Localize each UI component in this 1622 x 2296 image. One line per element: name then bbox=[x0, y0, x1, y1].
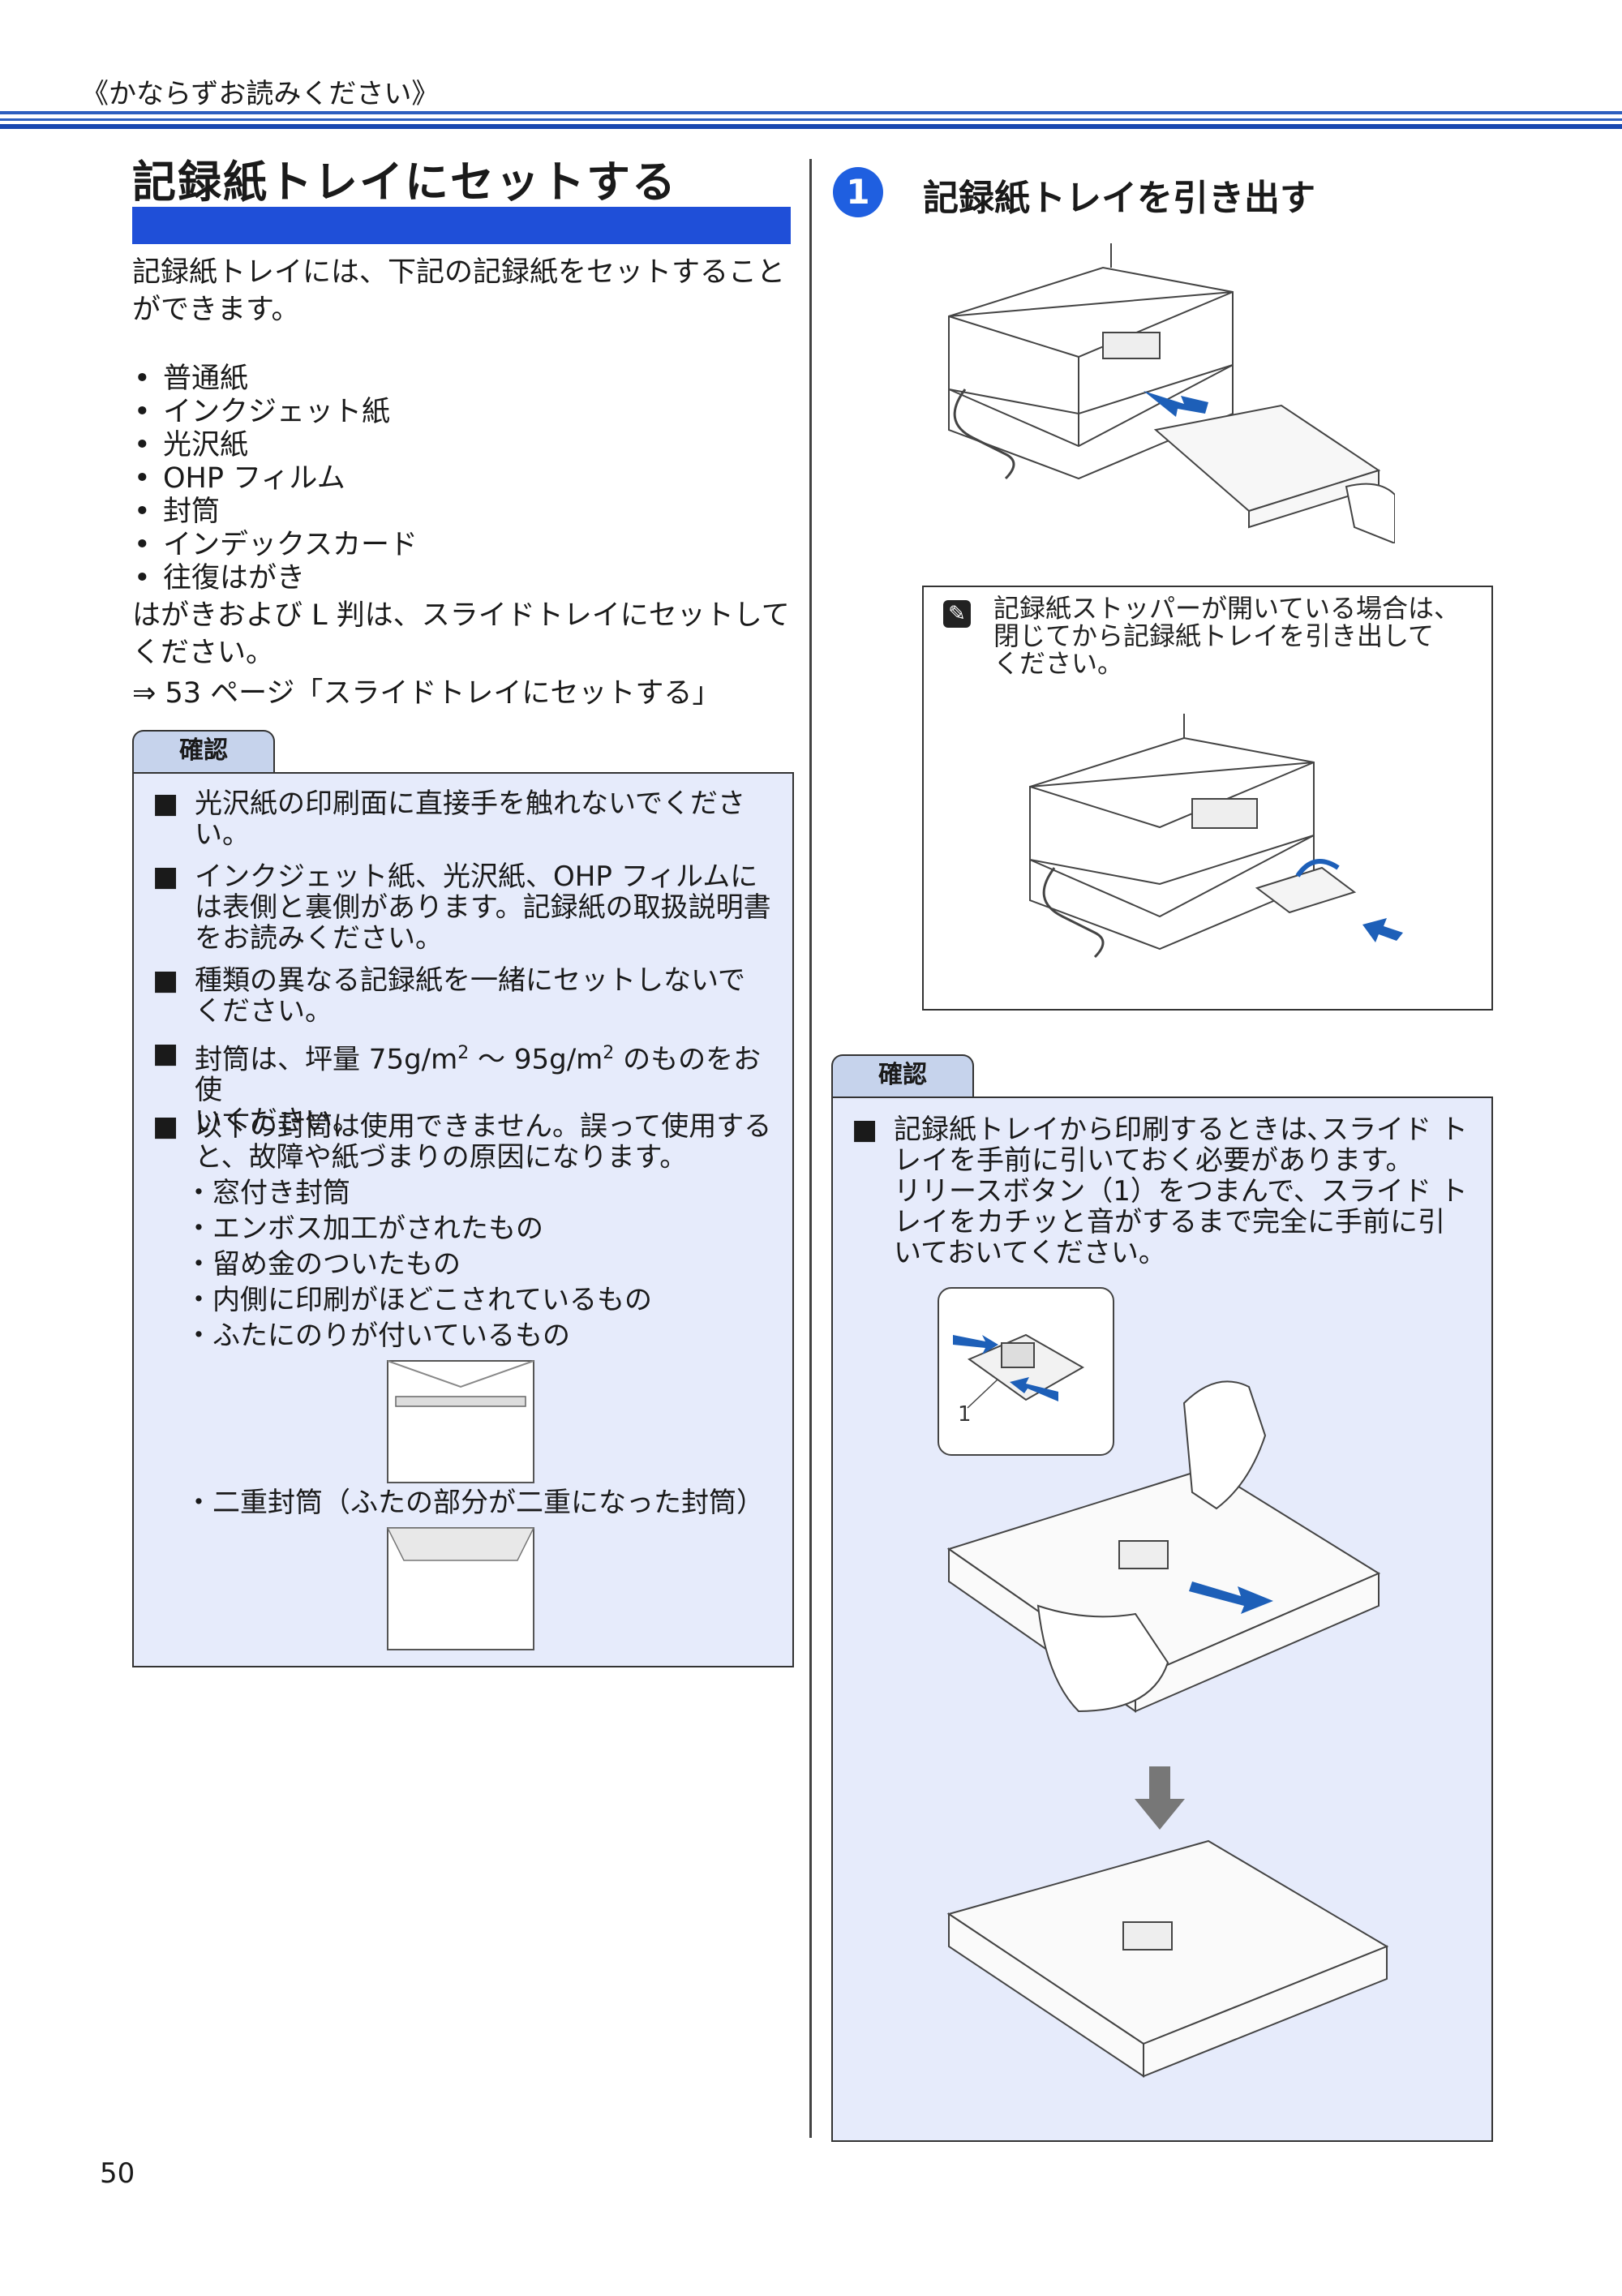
printer-tray-pull-illustration bbox=[948, 243, 1395, 543]
note-box bbox=[922, 586, 1493, 1011]
list-item: 普通紙 bbox=[132, 363, 418, 396]
square-bullet-icon: ■ bbox=[152, 964, 179, 997]
envelope-type: ・窓付き封筒 bbox=[185, 1177, 350, 1209]
step-number-badge: 1 bbox=[833, 167, 883, 217]
header-rule bbox=[0, 111, 1622, 114]
double-envelope-text: ・二重封筒（ふたの部分が二重になった封筒） bbox=[185, 1487, 764, 1519]
list-item: インクジェット紙 bbox=[132, 396, 418, 429]
intro-text: 記録紙トレイには、下記の記録紙をセットすること ができます。 bbox=[132, 256, 786, 326]
envelope-type: ・内側に印刷がほどこされているもの bbox=[185, 1284, 652, 1316]
release-button-callout: 1 bbox=[938, 1287, 1114, 1456]
square-bullet-icon: ■ bbox=[852, 1114, 878, 1146]
page-reference-link[interactable]: ⇒ 53 ページ「スライドトレイにセットする」 bbox=[132, 677, 721, 710]
tray-release-illustration bbox=[946, 1380, 1381, 1713]
list-item: 往復はがき bbox=[132, 562, 418, 595]
column-divider bbox=[809, 159, 812, 2138]
running-header: 《かならずお読みください》 bbox=[81, 78, 440, 110]
square-bullet-icon: ■ bbox=[152, 860, 179, 893]
note-icon: ✎ bbox=[943, 600, 971, 628]
section-title: 記録紙トレイにセットする bbox=[132, 157, 677, 208]
callout-label: 1 bbox=[958, 1402, 972, 1427]
header-rule bbox=[0, 118, 1622, 121]
confirm-item: ■ 封筒は、坪量 75g/m2 ～ 95g/m2 のものをお使いください。 bbox=[152, 1037, 762, 1138]
title-bar bbox=[132, 207, 791, 244]
header-rule bbox=[0, 124, 1622, 129]
list-item: インデックスカード bbox=[132, 529, 418, 562]
confirm-tab: 確認 bbox=[132, 730, 275, 774]
confirm-item: ■ 記録紙トレイから印刷するときは､スライド ト レイを手前に引いておく必要があ… bbox=[852, 1114, 1468, 1269]
square-bullet-icon: ■ bbox=[152, 1110, 179, 1143]
postcard-note: はがきおよび L 判は、スライドトレイにセットして ください。 bbox=[132, 599, 790, 669]
envelope-type: ・ふたにのりが付いているもの bbox=[185, 1320, 570, 1352]
printer-stopper-illustration bbox=[1029, 714, 1403, 959]
list-item: 封筒 bbox=[132, 496, 418, 529]
page-number: 50 bbox=[100, 2157, 135, 2190]
paper-type-list: 普通紙 インクジェット紙 光沢紙 OHP フィルム 封筒 インデックスカード 往… bbox=[132, 363, 418, 595]
envelope-image bbox=[387, 1360, 534, 1483]
envelope-type: ・留め金のついたもの bbox=[185, 1248, 461, 1281]
list-item: 光沢紙 bbox=[132, 429, 418, 462]
note-text: 記録紙ストッパーが開いている場合は、 閉じてから記録紙トレイを引き出して くださ… bbox=[993, 593, 1461, 679]
square-bullet-icon: ■ bbox=[152, 788, 179, 820]
down-arrow-icon bbox=[1135, 1766, 1185, 1830]
confirm-item: ■ 以下の封筒は使用できません。誤って使用すると、故障や紙づまりの原因になります… bbox=[152, 1110, 772, 1174]
envelope-type: ・エンボス加工がされたもの bbox=[185, 1212, 543, 1245]
list-item: OHP フィルム bbox=[132, 462, 418, 496]
confirm-item: ■ 種類の異なる記録紙を一緒にセットしないでください。 bbox=[152, 964, 745, 1028]
confirm-tab: 確認 bbox=[831, 1054, 974, 1098]
step-title: 記録紙トレイを引き出す bbox=[923, 178, 1315, 219]
double-envelope-image bbox=[386, 1527, 535, 1650]
confirm-item: ■ 光沢紙の印刷面に直接手を触れないでください。 bbox=[152, 788, 745, 851]
square-bullet-icon: ■ bbox=[152, 1037, 179, 1070]
tray-extended-illustration bbox=[946, 1839, 1389, 2078]
confirm-item: ■ インクジェット紙、光沢紙、OHP フィルムには表側と裏側があります。記録紙の… bbox=[152, 860, 771, 955]
confirm-box bbox=[132, 772, 794, 1667]
